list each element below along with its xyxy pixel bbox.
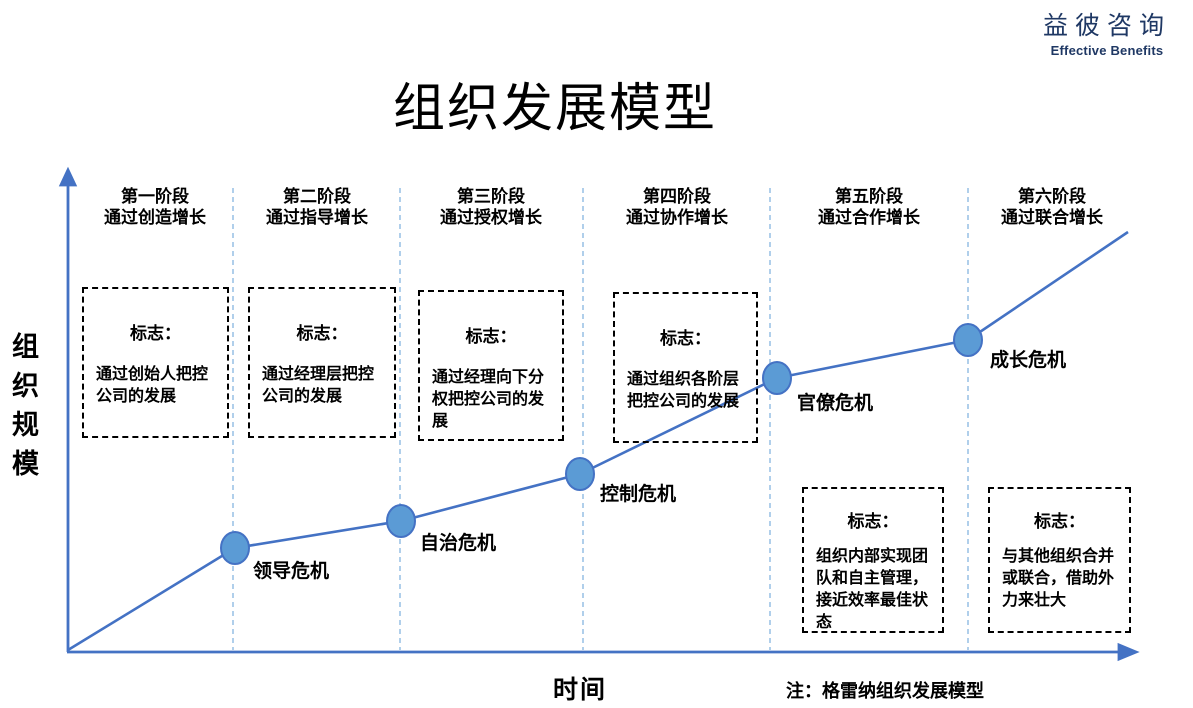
- marker-body: 通过经理向下分权把控公司的发展: [432, 369, 545, 430]
- stage-growth: 通过联合增长: [1001, 208, 1103, 227]
- x-axis-arrow-icon: [1117, 642, 1140, 662]
- crisis-dot-bureaucracy: [762, 361, 792, 395]
- marker-title: 标志：: [130, 324, 181, 343]
- crisis-dot-leadership: [220, 531, 250, 565]
- marker-body: 通过组织各阶层把控公司的发展: [627, 371, 740, 410]
- marker-title: 标志：: [847, 512, 899, 531]
- crisis-dots: [220, 323, 983, 565]
- marker-title: 标志：: [296, 324, 348, 343]
- y-axis-label: 组织规模: [8, 332, 38, 488]
- stage-dividers: [232, 188, 969, 650]
- stage-header-3: 第三阶段 通过授权增长: [401, 186, 581, 228]
- marker-box-stage6: 标志： 与其他组织合并或联合，借助外力来壮大: [988, 487, 1131, 633]
- marker-box-stage2: 标志： 通过经理层把控公司的发展: [248, 287, 396, 438]
- marker-box-stage1: 标志： 通过创始人把控公司的发展: [82, 287, 229, 438]
- stage-growth: 通过授权增长: [440, 208, 542, 227]
- stage-header-6: 第六阶段 通过联合增长: [962, 186, 1142, 228]
- marker-box-stage4: 标志： 通过组织各阶层把控公司的发展: [613, 292, 758, 443]
- stage-growth: 通过合作增长: [818, 208, 920, 227]
- crisis-label-autonomy: 自治危机: [420, 533, 497, 554]
- marker-box-stage5: 标志： 组织内部实现团队和自主管理，接近效率最佳状态: [802, 487, 944, 633]
- stage-header-2: 第二阶段 通过指导增长: [227, 186, 407, 228]
- marker-body: 组织内部实现团队和自主管理，接近效率最佳状态: [816, 548, 929, 631]
- stage-phase: 第五阶段: [835, 187, 903, 206]
- crisis-label-growth: 成长危机: [990, 350, 1067, 371]
- stage-header-5: 第五阶段 通过合作增长: [779, 186, 959, 228]
- crisis-label-leadership: 领导危机: [253, 561, 330, 582]
- marker-title: 标志：: [1034, 512, 1085, 531]
- crisis-dot-growth: [953, 323, 983, 357]
- crisis-label-bureaucracy: 官僚危机: [797, 393, 874, 414]
- stage-growth: 通过创造增长: [104, 208, 206, 227]
- axes: [58, 166, 1140, 662]
- marker-body: 与其他组织合并或联合，借助外力来壮大: [1002, 548, 1115, 609]
- marker-body: 通过经理层把控公司的发展: [262, 366, 375, 405]
- x-axis-label: 时间: [553, 676, 608, 704]
- stage-phase: 第六阶段: [1018, 187, 1086, 206]
- marker-title: 标志：: [660, 329, 711, 348]
- stage-phase: 第四阶段: [643, 187, 711, 206]
- y-axis-arrow-icon: [58, 166, 78, 187]
- brand-name-cn: 益彼咨询: [1042, 12, 1171, 40]
- page-title: 组织发展模型: [392, 80, 717, 138]
- crisis-dot-control: [565, 457, 595, 491]
- stage-phase: 第二阶段: [283, 187, 351, 206]
- stage-phase: 第一阶段: [121, 187, 189, 206]
- stage-header-1: 第一阶段 通过创造增长: [65, 186, 245, 228]
- brand-name-en: Effective Benefits: [1050, 43, 1164, 58]
- marker-title: 标志：: [465, 327, 517, 346]
- stage-phase: 第三阶段: [457, 187, 525, 206]
- stage-growth: 通过指导增长: [266, 208, 368, 227]
- crisis-dot-autonomy: [386, 504, 416, 538]
- marker-box-stage3: 标志： 通过经理向下分权把控公司的发展: [418, 290, 564, 441]
- footnote: 注：格雷纳组织发展模型: [786, 681, 984, 701]
- brand-logo: 益彼咨询 Effective Benefits: [1043, 6, 1171, 58]
- marker-body: 通过创始人把控公司的发展: [96, 366, 209, 405]
- stage-header-4: 第四阶段 通过协作增长: [587, 186, 767, 228]
- crisis-label-control: 控制危机: [600, 484, 677, 505]
- stage-growth: 通过协作增长: [626, 208, 728, 227]
